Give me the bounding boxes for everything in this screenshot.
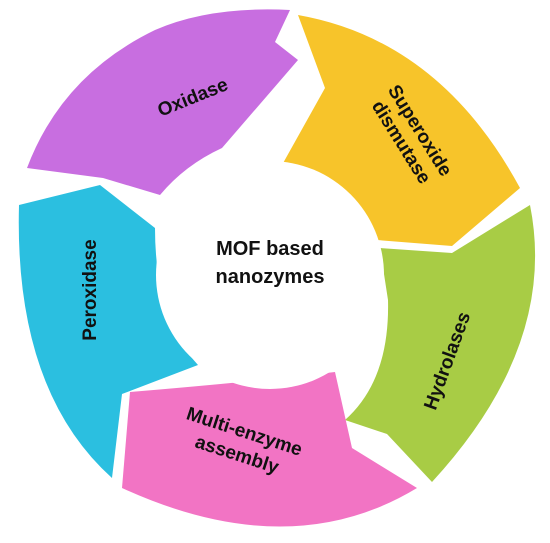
segment-peroxidase [18,185,198,478]
segment-multi-enzyme-assembly [122,372,417,527]
center-label-line1: MOF based [216,238,324,260]
center-circle [156,161,384,389]
label-peroxidase: Peroxidase [80,239,101,340]
segment-oxidase [27,9,298,195]
segment-hydrolases [345,205,536,482]
center-label-line2: nanozymes [216,266,325,288]
